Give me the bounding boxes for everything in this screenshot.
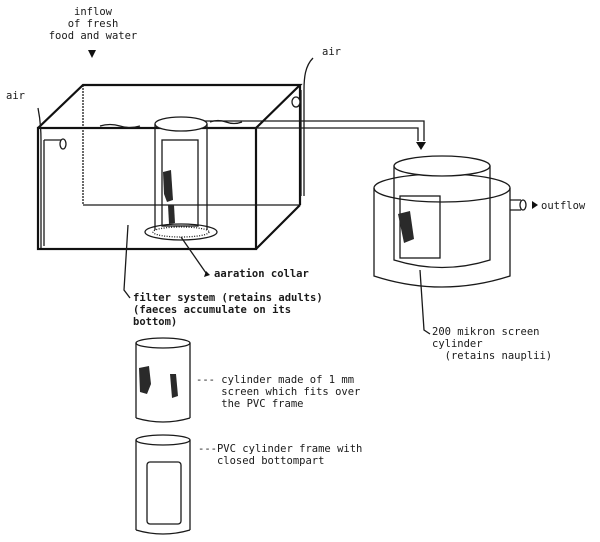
air-right-label: air (322, 46, 341, 58)
air-tube-left (37, 107, 67, 248)
main-tank (36, 83, 303, 251)
cylinder-screen-label: --- cylinder made of 1 mm screen which f… (196, 374, 361, 410)
pvc-frame-part (135, 434, 191, 535)
inflow-label: inflow of fresh food and water (48, 6, 138, 42)
air-left-label: air (6, 90, 25, 102)
inflow-arrow (88, 50, 96, 58)
screen-cylinder (373, 155, 538, 288)
leader-lines (123, 224, 431, 335)
filter-system-label: filter system (retains adults) (faeces a… (133, 292, 323, 328)
screen-cylinder-label: 200 mikron screen cylinder (retains naup… (432, 326, 553, 362)
air-tube-right (291, 57, 314, 196)
overflow-pipe (200, 120, 426, 150)
aeration-collar-label: aaration collar (214, 268, 309, 280)
outflow-label: outflow (541, 200, 586, 212)
filter-cylinder (144, 116, 218, 241)
screen-cylinder-part (135, 337, 191, 423)
pvc-frame-label: ---PVC cylinder frame with closed bottom… (198, 443, 363, 467)
